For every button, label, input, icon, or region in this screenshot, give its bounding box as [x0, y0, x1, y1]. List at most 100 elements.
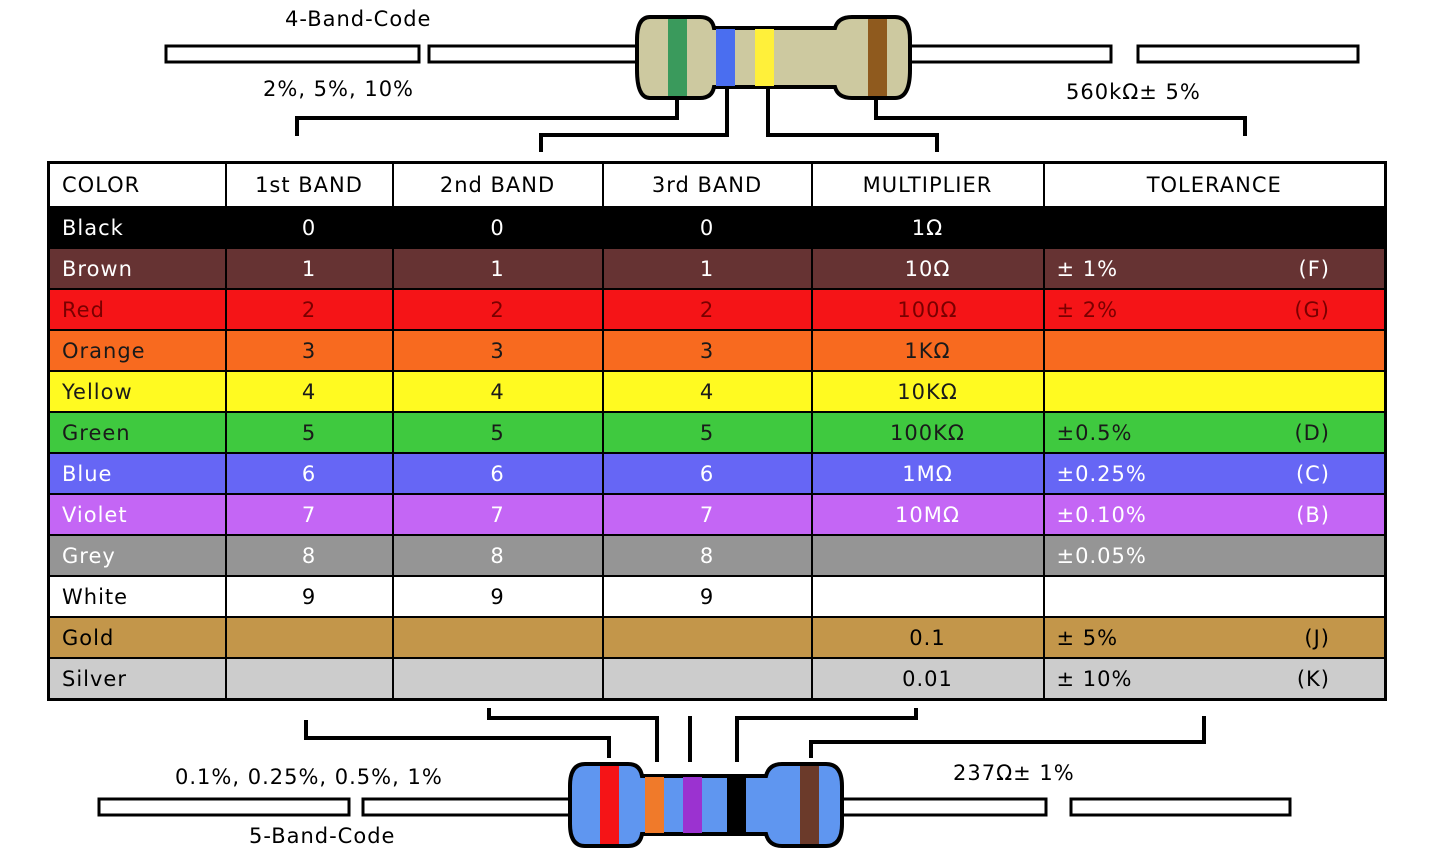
third-band-cell: 2	[601, 288, 813, 331]
tolerance-letter-code: (J)	[1304, 625, 1330, 650]
second-band-cell: 4	[391, 370, 604, 413]
multiplier-cell: 1KΩ	[810, 329, 1045, 372]
multiplier-cell: 1MΩ	[810, 452, 1045, 495]
first-band-cell: 8	[224, 534, 394, 577]
tolerance-cell	[1042, 329, 1387, 372]
second-band-cell: 8	[391, 534, 604, 577]
four-band-resistor	[635, 15, 912, 100]
first-band-cell: 3	[224, 329, 394, 372]
third-band-cell: 9	[601, 575, 813, 618]
multiplier-cell: 10KΩ	[810, 370, 1045, 413]
second-band-cell	[391, 616, 604, 659]
tolerance-cell: ± 1%(F)	[1042, 247, 1387, 290]
tolerance-cell: ± 5% (J)	[1042, 616, 1387, 659]
tolerance-cell: ±0.05%	[1042, 534, 1387, 577]
tolerance-letter-code: (K)	[1296, 666, 1330, 691]
multiplier-cell: 100KΩ	[810, 411, 1045, 454]
five-band-tolerances-label: 0.1%, 0.25%, 0.5%, 1%	[175, 765, 443, 789]
third-band-cell	[601, 616, 813, 659]
second-band-cell: 0	[391, 206, 604, 249]
top-connectors	[295, 88, 1247, 152]
first-band-cell	[224, 616, 394, 659]
header-tolerance: TOLERANCE	[1042, 161, 1387, 208]
tolerance-cell	[1042, 206, 1387, 249]
second-band-cell: 3	[391, 329, 604, 372]
color-name-cell: White	[47, 575, 227, 618]
color-name-cell: Green	[47, 411, 227, 454]
second-band-cell: 5	[391, 411, 604, 454]
color-name-cell: Silver	[47, 657, 227, 701]
tolerance-value: ±0.10%	[1056, 502, 1147, 527]
second-band-cell: 2	[391, 288, 604, 331]
band-dark-brown	[800, 766, 819, 844]
color-name-cell: Gold	[47, 616, 227, 659]
color-code-table: COLOR 1st BAND 2nd BAND 3rd BAND MULTIPL…	[47, 161, 1387, 701]
first-band-cell: 1	[224, 247, 394, 290]
color-name-cell: Violet	[47, 493, 227, 536]
tolerance-cell: ± 2%(G)	[1042, 288, 1387, 331]
third-band-cell: 3	[601, 329, 813, 372]
multiplier-cell: 0.01	[810, 657, 1045, 701]
tolerance-cell: ± 10% (K)	[1042, 657, 1387, 701]
third-band-cell: 7	[601, 493, 813, 536]
four-band-code-label: 4-Band-Code	[285, 7, 432, 31]
third-band-cell: 4	[601, 370, 813, 413]
third-band-cell: 6	[601, 452, 813, 495]
first-band-cell: 5	[224, 411, 394, 454]
table-header-row: COLOR 1st BAND 2nd BAND 3rd BAND MULTIPL…	[47, 161, 1387, 208]
third-band-cell: 8	[601, 534, 813, 577]
five-band-code-label: 5-Band-Code	[249, 824, 396, 848]
tolerance-cell: ±0.5% (D)	[1042, 411, 1387, 454]
five-band-resistor	[568, 762, 844, 848]
first-band-cell	[224, 657, 394, 701]
four-band-example-value: 560kΩ± 5%	[1066, 80, 1201, 104]
tolerance-letter-code: (F)	[1298, 256, 1330, 281]
color-name-cell: Brown	[47, 247, 227, 290]
tolerance-value: ± 10%	[1056, 666, 1133, 691]
table-row: Gold 0.1 ± 5% (J)	[47, 616, 1387, 659]
second-band-cell	[391, 657, 604, 701]
header-color: COLOR	[47, 161, 227, 208]
tolerance-cell	[1042, 575, 1387, 618]
tolerance-value: ±0.5%	[1056, 420, 1133, 445]
tolerance-value: ± 2%	[1056, 297, 1119, 322]
first-band-cell: 2	[224, 288, 394, 331]
tolerance-cell: ±0.10%(B)	[1042, 493, 1387, 536]
header-3rd-band: 3rd BAND	[601, 161, 813, 208]
tolerance-letter-code: (C)	[1295, 461, 1330, 486]
tolerance-value: ±0.25%	[1056, 461, 1147, 486]
first-band-cell: 9	[224, 575, 394, 618]
band-orange	[645, 777, 664, 833]
table-row: Silver 0.01 ± 10% (K)	[47, 657, 1387, 701]
first-band-cell: 4	[224, 370, 394, 413]
multiplier-cell: 10Ω	[810, 247, 1045, 290]
second-band-cell: 7	[391, 493, 604, 536]
four-band-tolerances-label: 2%, 5%, 10%	[263, 77, 415, 101]
tolerance-value: ± 5%	[1056, 625, 1119, 650]
band-violet	[683, 777, 702, 833]
tolerance-value: ±0.05%	[1056, 543, 1147, 568]
color-name-cell: Black	[47, 206, 227, 249]
multiplier-cell: 0.1	[810, 616, 1045, 659]
band-green	[668, 19, 687, 96]
tolerance-letter-code: (D)	[1294, 420, 1330, 445]
color-name-cell: Red	[47, 288, 227, 331]
third-band-cell: 1	[601, 247, 813, 290]
color-name-cell: Grey	[47, 534, 227, 577]
multiplier-cell: 10MΩ	[810, 493, 1045, 536]
color-name-cell: Yellow	[47, 370, 227, 413]
header-multiplier: MULTIPLIER	[810, 161, 1045, 208]
band-brown	[868, 19, 887, 96]
multiplier-cell: 100Ω	[810, 288, 1045, 331]
second-band-cell: 1	[391, 247, 604, 290]
